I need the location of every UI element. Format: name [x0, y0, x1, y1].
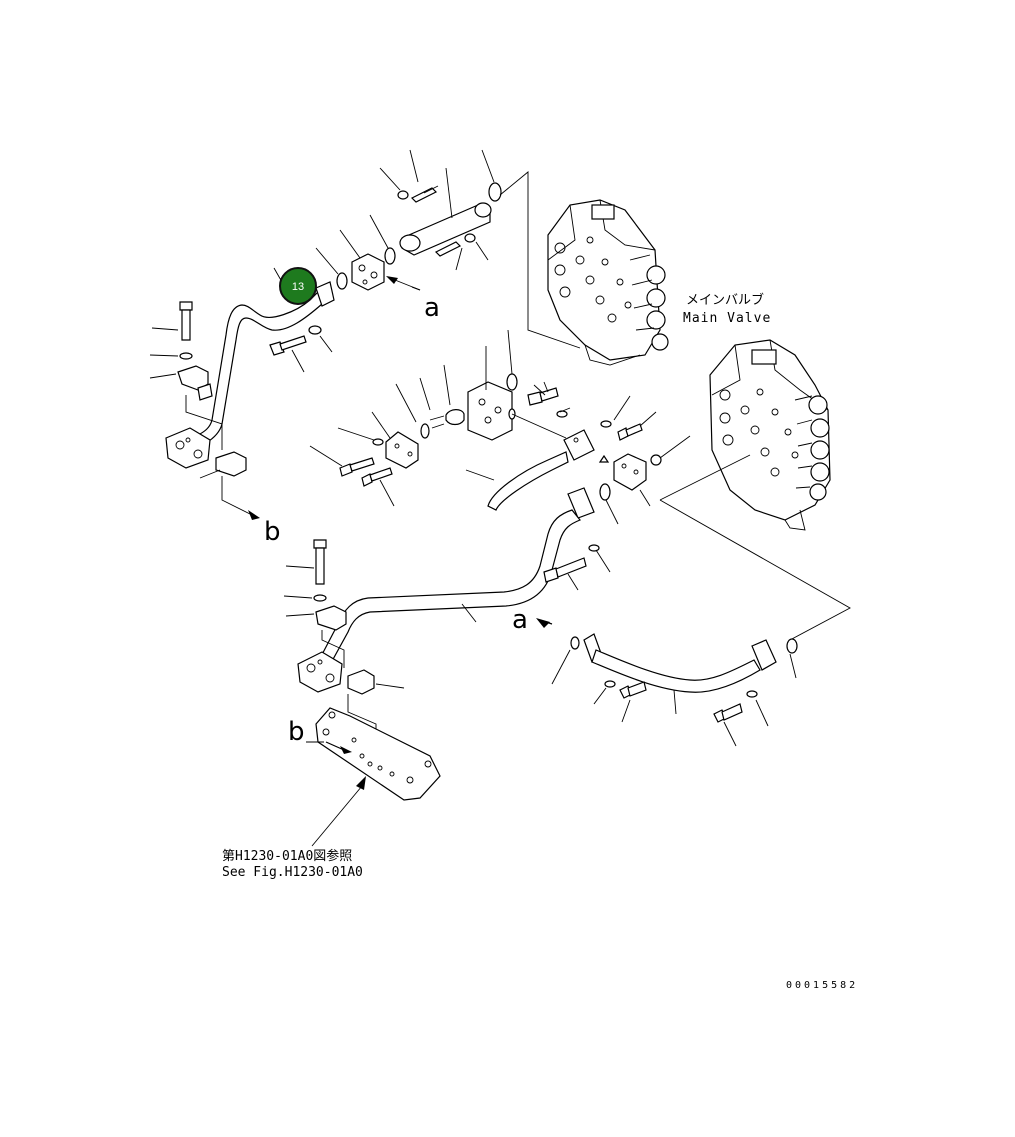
top-flange-assembly [336, 182, 502, 291]
callout-circle[interactable] [279, 267, 317, 305]
marker-b-bottom: b [288, 717, 305, 747]
pipe-bottom-right [536, 618, 798, 747]
see-fig-label-jp: 第H1230-01A0図参照 [222, 848, 352, 864]
callout-number[interactable]: 13 [292, 281, 304, 293]
main-valve-label-en: Main Valve [683, 311, 771, 326]
pipe-left-upper [165, 281, 335, 469]
see-fig-label-en: See Fig.H1230-01A0 [222, 865, 363, 880]
main-valve-upper [547, 199, 669, 366]
lower-left-fasteners [283, 539, 405, 734]
top-leaders [315, 149, 581, 349]
marker-a-mid: a [512, 605, 528, 635]
center-assembly [309, 329, 610, 511]
left-upper-fasteners [149, 267, 333, 520]
main-valve-label-jp: メインバルブ [686, 292, 764, 308]
part-callout-13[interactable]: 13 [279, 267, 317, 305]
main-valve-lower [709, 339, 831, 531]
marker-a-top: a [424, 293, 440, 323]
pipe-middle-long [297, 487, 611, 693]
marker-b-top: b [264, 517, 281, 547]
bottom-bracket-plate [306, 707, 441, 847]
drawing-number: 00015582 [786, 980, 858, 991]
right-center-parts [599, 395, 851, 641]
